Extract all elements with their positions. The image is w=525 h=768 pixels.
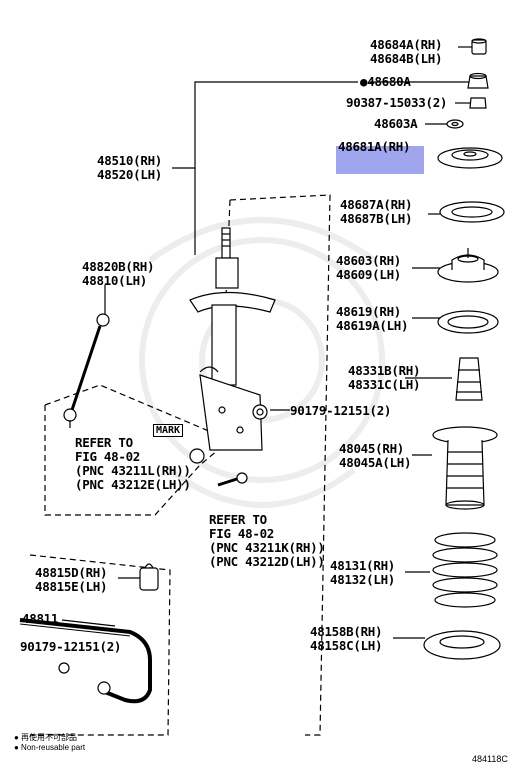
bushing-48815 [139,563,159,591]
bolt-refer [217,472,248,487]
label-48619a-lh[interactable]: 48619A(LH) [336,318,409,333]
label-48815e-lh[interactable]: 48815E(LH) [35,579,108,594]
leader-48510 [172,81,358,169]
stabilizer-bar-48811 [19,618,152,704]
support-48603 [437,248,499,283]
label-48603a[interactable]: 48603A [374,116,418,131]
label-48810-lh[interactable]: 48810(LH) [82,273,148,288]
label-48331b-rh[interactable]: 48331B(RH) [348,363,421,378]
label-48815d-rh[interactable]: 48815D(RH) [35,565,108,580]
label-48158c-lh[interactable]: 48158C(LH) [310,638,383,653]
label-48045[interactable]: 48045(RH) 48045A(LH) [339,441,412,470]
nut-90387 [469,97,487,109]
legend-en: ● Non-reusable part [14,743,86,752]
bumper-48331 [455,357,483,401]
label-48045-rh[interactable]: 48045(RH) [339,441,405,456]
refer-fig-48-02-a[interactable]: REFER TO FIG 48-02 (PNC 43211L(RH)) (PNC… [75,435,191,492]
label-48680[interactable]: ●48680A [360,74,411,89]
bearing-48619 [437,310,499,334]
mark-tag: MARK [153,424,184,437]
label-48603-rh[interactable]: 48603(RH) [336,253,402,268]
strut-assembly-48510 [189,227,276,451]
label-48158b-rh[interactable]: 48158B(RH) [310,624,383,639]
label-48609-lh[interactable]: 48609(LH) [336,267,402,282]
label-48132-lh[interactable]: 48132(LH) [330,572,396,587]
nut-90179-bar [58,662,70,674]
label-48603[interactable]: 48603(RH) 48609(LH) [336,254,401,282]
label-90387[interactable]: 90387-15033(2) [346,95,448,110]
legend-jp: ● 再使用不可部品 [14,733,78,742]
label-48510-rh[interactable]: 48510(RH) [97,153,163,168]
label-48820[interactable]: 48820B(RH) 48810(LH) [82,259,155,288]
label-48820b-rh[interactable]: 48820B(RH) [82,259,155,274]
nut-refer [189,448,205,464]
label-48687[interactable]: 48687A(RH) 48687B(LH) [340,197,413,226]
insulator-48158 [423,630,501,660]
label-48687-lh[interactable]: 48687B(LH) [340,211,413,226]
label-90179-strut[interactable]: 90179-12151(2) [290,403,392,418]
label-48684-rh[interactable]: 48684A(RH) [370,37,443,52]
refer-fig-48-02-b[interactable]: REFER TO FIG 48-02 (PNC 43211K(RH)) (PNC… [209,512,325,569]
label-48687-rh[interactable]: 48687A(RH) [340,197,413,212]
figure-id: 484118C [472,754,508,764]
label-48331[interactable]: 48331B(RH) 48331C(LH) [348,363,421,392]
label-48811[interactable]: 48811 [22,611,59,626]
dashed-group-strut [229,194,331,736]
nut-90179-strut [252,404,268,420]
gasket-48687 [439,201,505,223]
label-48681[interactable]: 48681A(RH) [338,139,411,154]
label-48619[interactable]: 48619(RH) 48619A(LH) [336,304,409,333]
label-48520-lh[interactable]: 48520(LH) [97,167,163,182]
label-48131-rh[interactable]: 48131(RH) [330,558,396,573]
label-48815[interactable]: 48815D(RH) 48815E(LH) [35,565,108,594]
stabilizer-link-48820 [63,313,110,428]
washer-48603a [446,119,464,129]
label-48158[interactable]: 48158B(RH) 48158C(LH) [310,624,383,653]
plate-48681 [437,147,503,169]
dashed-group-link [44,384,232,516]
dashed-group-stabilizer [29,554,171,736]
coil-spring-48131 [432,532,498,608]
label-48684-lh[interactable]: 48684B(LH) [370,51,443,66]
bushing-48684 [471,38,487,55]
label-48131[interactable]: 48131(RH) 48132(LH) [330,559,395,587]
label-48510[interactable]: 48510(RH) 48520(LH) [97,154,162,182]
label-48619-rh[interactable]: 48619(RH) [336,304,402,319]
nut-48680 [467,72,489,89]
label-48045a-lh[interactable]: 48045A(LH) [339,455,412,470]
selected-part-highlight [336,146,424,174]
label-90179-bar[interactable]: 90179-12151(2) [20,639,122,654]
boot-48045 [432,426,498,510]
label-48331c-lh[interactable]: 48331C(LH) [348,377,421,392]
label-48684[interactable]: 48684A(RH) 48684B(LH) [370,37,443,66]
